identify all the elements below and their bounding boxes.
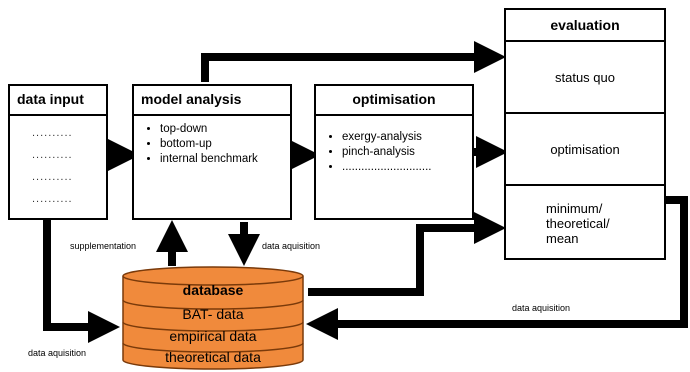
list-item: internal benchmark: [160, 152, 290, 167]
data-input-dots: .......... .......... .......... .......…: [10, 116, 106, 210]
list-item: exergy-analysis: [342, 130, 472, 145]
arrow-evaluation-to-database: [306, 196, 688, 340]
dots-line: ..........: [32, 171, 73, 183]
label-data-acquisition-mid: data aquisition: [262, 241, 321, 251]
evaluation-box: evaluation status quo optimisation minim…: [504, 8, 666, 260]
arrow-model-to-status-quo: [201, 41, 506, 82]
database-title: database: [182, 282, 244, 298]
database-row-theoretical: theoretical data: [165, 349, 261, 365]
database-band: [122, 342, 304, 353]
database-band: [122, 299, 304, 310]
database-row-bat: BAT- data: [182, 306, 244, 322]
evaluation-optimisation: optimisation: [506, 114, 664, 186]
label-supplementation: supplementation: [70, 241, 137, 251]
list-item: top-down: [160, 122, 290, 137]
database-shape: [122, 266, 304, 370]
dots-line: ..........: [32, 193, 73, 205]
optimisation-list: exergy-analysis pinch-analysis .........…: [316, 130, 472, 175]
label-data-acquisition-left: data aquisition: [28, 348, 87, 358]
dots-line: ..........: [32, 149, 73, 161]
database-top: [122, 266, 304, 286]
dots-line: ..........: [32, 127, 73, 139]
model-analysis-box: model analysis top-down bottom-up intern…: [132, 84, 292, 220]
arrow-input-to-database: [43, 218, 120, 343]
database-band: [122, 321, 304, 332]
data-input-title: data input: [10, 86, 106, 116]
optimisation-box: optimisation exergy-analysis pinch-analy…: [314, 84, 474, 220]
evaluation-status-quo: status quo: [506, 42, 664, 114]
database-body: [122, 276, 304, 370]
list-item: bottom-up: [160, 137, 290, 152]
database-cylinder: database BAT- data empirical data theore…: [120, 266, 306, 370]
label-data-acquisition-right: data aquisition: [512, 303, 571, 313]
arrow-database-to-minimum: [308, 212, 506, 296]
list-item: pinch-analysis: [342, 145, 472, 160]
data-input-box: data input .......... .......... .......…: [8, 84, 108, 220]
list-item: ............................: [342, 160, 472, 175]
optimisation-title: optimisation: [316, 86, 472, 116]
evaluation-minimum: minimum/ theoretical/ mean: [546, 200, 610, 246]
evaluation-title: evaluation: [506, 10, 664, 42]
model-analysis-list: top-down bottom-up internal benchmark: [134, 122, 290, 167]
model-analysis-title: model analysis: [134, 86, 290, 116]
database-row-empirical: empirical data: [169, 328, 257, 344]
